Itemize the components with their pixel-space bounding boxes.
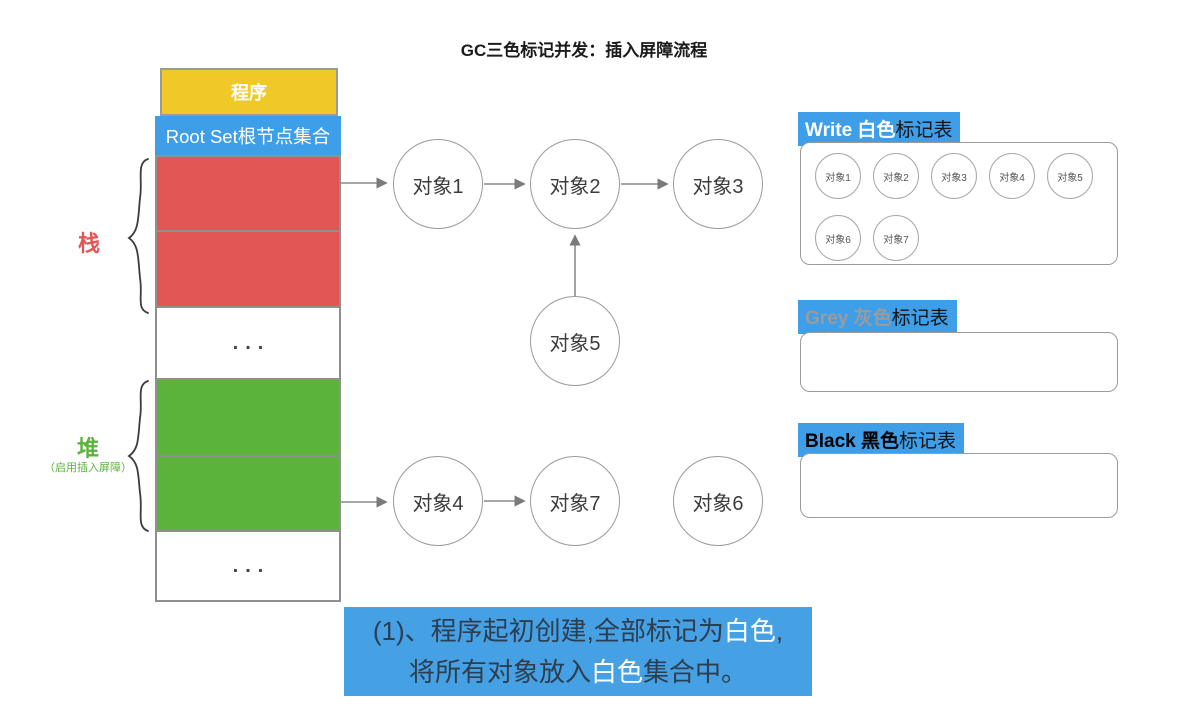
caption-text: 将所有对象放入 xyxy=(408,656,591,687)
node-obj4-label: 对象4 xyxy=(412,492,464,515)
node-obj4: 对象4 xyxy=(393,456,483,546)
caption-text: , xyxy=(775,615,784,646)
white-item-label: 对象1 xyxy=(825,172,851,184)
stack-slot-red-1 xyxy=(155,155,341,232)
ellipsis-text: ... xyxy=(232,554,271,577)
white-table-item: 对象2 xyxy=(873,153,919,199)
heap-ellipsis-block: ... xyxy=(155,530,341,602)
grey-table-header: Grey 灰色标记表 xyxy=(798,300,957,334)
node-obj2: 对象2 xyxy=(530,139,620,229)
caption-note: (1)、程序起初创建,全部标记为白色, 将所有对象放入白色集合中。 xyxy=(344,607,812,696)
heap-slot-green-1 xyxy=(155,378,341,457)
white-item-label: 对象5 xyxy=(1057,172,1083,184)
grey-table-title: Grey 灰色 xyxy=(805,308,892,329)
stack-brace xyxy=(127,158,149,314)
node-obj3: 对象3 xyxy=(673,139,763,229)
root-set-block: Root Set根节点集合 xyxy=(155,116,341,155)
caption-highlight-white: 白色 xyxy=(723,615,776,646)
stack-slot-red-2 xyxy=(155,230,341,308)
black-table-title-suffix: 标记表 xyxy=(898,431,956,452)
white-table-title-suffix: 标记表 xyxy=(895,120,953,141)
heap-brace xyxy=(127,380,149,532)
caption-line-2: 将所有对象放入白色集合中。 xyxy=(409,652,747,693)
node-obj7: 对象7 xyxy=(530,456,620,546)
white-table-header: Write 白色标记表 xyxy=(798,112,961,146)
black-table-body xyxy=(800,453,1118,518)
grey-table-body xyxy=(800,332,1118,392)
node-obj6-label: 对象6 xyxy=(692,492,744,515)
stack-label: 栈 xyxy=(77,231,100,256)
white-table-item: 对象6 xyxy=(815,215,861,261)
node-obj1: 对象1 xyxy=(393,139,483,229)
stack-ellipsis-block: ... xyxy=(155,306,341,380)
white-table-item: 对象1 xyxy=(815,153,861,199)
node-obj2-label: 对象2 xyxy=(549,175,601,198)
node-obj1-label: 对象1 xyxy=(412,175,464,198)
white-item-label: 对象6 xyxy=(825,234,851,246)
heap-slot-green-2 xyxy=(155,455,341,532)
node-obj3-label: 对象3 xyxy=(692,175,744,198)
memory-column: ... ... xyxy=(155,155,341,602)
white-table-item: 对象4 xyxy=(989,153,1035,199)
caption-text: 集合中。 xyxy=(643,656,748,687)
caption-highlight-white: 白色 xyxy=(590,656,643,687)
white-table-item: 对象5 xyxy=(1047,153,1093,199)
heap-label: 堆 xyxy=(76,436,99,461)
black-table-title: Black 黑色 xyxy=(805,431,899,452)
ellipsis-text: ... xyxy=(232,331,271,354)
node-obj7-label: 对象7 xyxy=(549,492,601,515)
white-item-label: 对象3 xyxy=(941,172,967,184)
node-obj5: 对象5 xyxy=(530,296,620,386)
program-block: 程序 xyxy=(160,68,338,116)
white-table-item: 对象7 xyxy=(873,215,919,261)
page-title: GC三色标记并发：插入屏障流程 xyxy=(460,41,708,60)
white-table-item: 对象3 xyxy=(931,153,977,199)
black-table-header: Black 黑色标记表 xyxy=(798,423,964,457)
heap-sublabel: （启用插入屏障） xyxy=(44,462,132,474)
white-item-label: 对象7 xyxy=(883,234,909,246)
caption-text: (1)、程序起初创建,全部标记为 xyxy=(372,615,724,646)
root-set-label: Root Set根节点集合 xyxy=(165,125,331,147)
caption-line-1: (1)、程序起初创建,全部标记为白色, xyxy=(373,611,783,652)
white-table-title: Write 白色 xyxy=(805,120,896,141)
white-item-label: 对象2 xyxy=(883,172,909,184)
white-table-body: 对象1 对象2 对象3 对象4 对象5 对象6 对象7 xyxy=(800,142,1118,265)
node-obj6: 对象6 xyxy=(673,456,763,546)
node-obj5-label: 对象5 xyxy=(549,332,601,355)
program-label: 程序 xyxy=(231,83,267,103)
white-item-label: 对象4 xyxy=(999,172,1025,184)
grey-table-title-suffix: 标记表 xyxy=(891,308,949,329)
